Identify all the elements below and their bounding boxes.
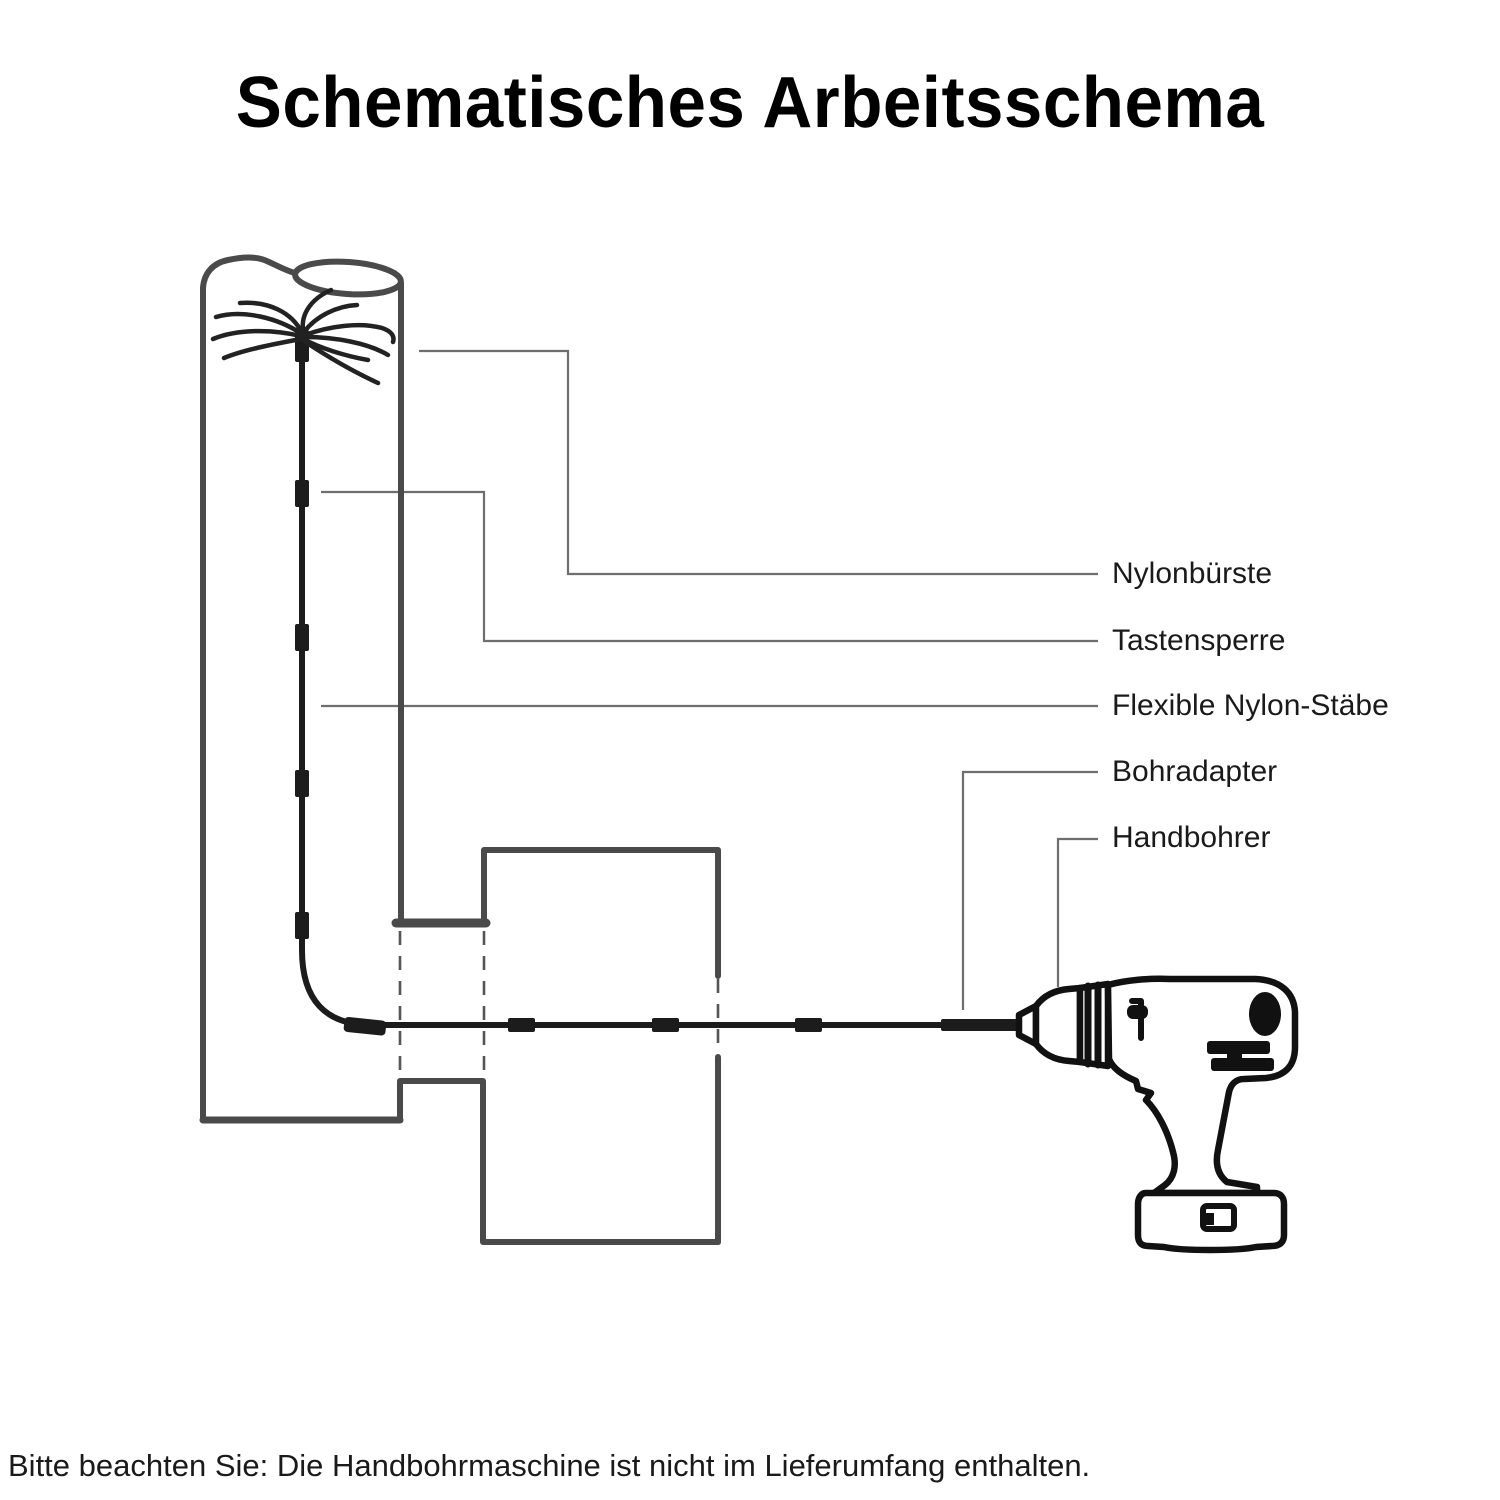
leader-lines	[321, 349, 1098, 1010]
label-hand-drill: Handbohrer	[1112, 821, 1271, 854]
drill-belt-clip	[1207, 1041, 1274, 1071]
label-drill-adapter: Bohradapter	[1112, 755, 1278, 788]
nylon-brush	[210, 287, 396, 386]
chimney-and-wall-structure	[199, 254, 721, 1245]
leader-hand-drill	[1056, 837, 1098, 987]
leader-drill-adapter	[961, 770, 1098, 1010]
bristle	[300, 287, 334, 333]
bristle	[300, 336, 371, 363]
label-nylon-brush: Nylonbürste	[1112, 557, 1273, 590]
bristle	[221, 336, 304, 361]
button-lock-connector	[295, 480, 309, 507]
drill-body	[1104, 975, 1299, 1197]
button-lock-connector	[795, 1018, 822, 1032]
bristle	[302, 334, 391, 358]
drill-adapter	[941, 1019, 1021, 1031]
button-lock-connector	[295, 912, 309, 939]
button-lock-connector	[652, 1018, 679, 1032]
button-lock-connector	[295, 624, 309, 651]
drill-switch	[1127, 1005, 1148, 1019]
hidden-duct-edges	[398, 931, 720, 1078]
bristle	[237, 300, 305, 336]
label-button-lock: Tastensperre	[1112, 624, 1286, 657]
hand-drill	[1015, 975, 1299, 1254]
drill-chuck-collar	[1076, 980, 1112, 1070]
bristle	[302, 322, 396, 345]
leader-nylon-brush	[419, 349, 1098, 576]
button-lock-connector	[508, 1018, 535, 1032]
drill-seam	[1129, 998, 1144, 1041]
button-lock-connector	[295, 770, 309, 797]
clip-post	[1227, 1041, 1242, 1071]
footer-note: Bitte beachten Sie: Die Handbohrmaschine…	[8, 1448, 1091, 1483]
label-flexible-rods: Flexible Nylon-Stäbe	[1112, 689, 1389, 722]
button-lock-connector	[343, 1017, 387, 1036]
drill-chuck	[1032, 984, 1084, 1066]
duct-step	[397, 1078, 721, 1245]
drill-vent	[1249, 992, 1281, 1036]
bristle	[301, 302, 360, 335]
flexible-nylon-rods	[295, 330, 1021, 1036]
wall-box	[481, 847, 721, 1245]
pipe-opening	[292, 258, 404, 298]
battery-release-tab	[1203, 1213, 1214, 1225]
pipe-left-wall	[200, 254, 298, 1123]
clip-bar	[1211, 1058, 1274, 1071]
bristle	[210, 328, 304, 342]
rod-connectors	[295, 330, 1021, 1036]
page-title: Schematisches Arbeitsschema	[235, 63, 1265, 143]
leader-button-lock	[321, 490, 1098, 643]
bristle	[213, 311, 305, 337]
bristle	[301, 338, 381, 386]
